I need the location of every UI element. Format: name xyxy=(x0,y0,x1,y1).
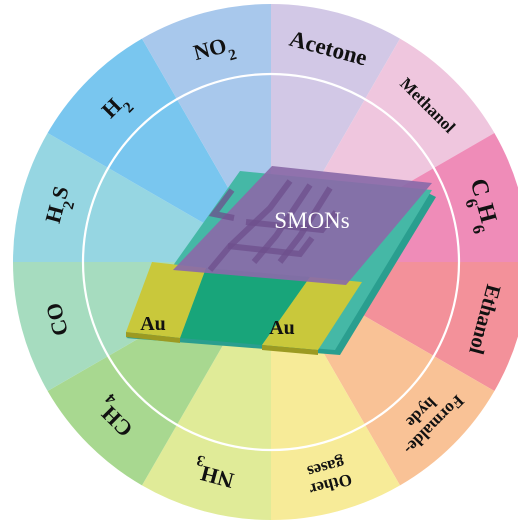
smons-label: SMONs xyxy=(274,208,349,233)
interdigitated-pattern xyxy=(207,179,339,272)
label-group-c6h6: C6H6 xyxy=(457,176,503,236)
electrode-left xyxy=(126,262,206,338)
au-left-label: Au xyxy=(140,313,166,335)
sensing-channel xyxy=(180,268,310,345)
sensor-device: SMONs Au Au xyxy=(126,166,436,355)
electrode-left-edge xyxy=(126,332,180,343)
label-c6h6: C6H6 xyxy=(457,176,503,236)
electrode-right xyxy=(262,277,362,350)
au-right-label: Au xyxy=(269,317,295,339)
inner-ring xyxy=(81,72,461,452)
electrode-right-edge xyxy=(262,345,318,355)
